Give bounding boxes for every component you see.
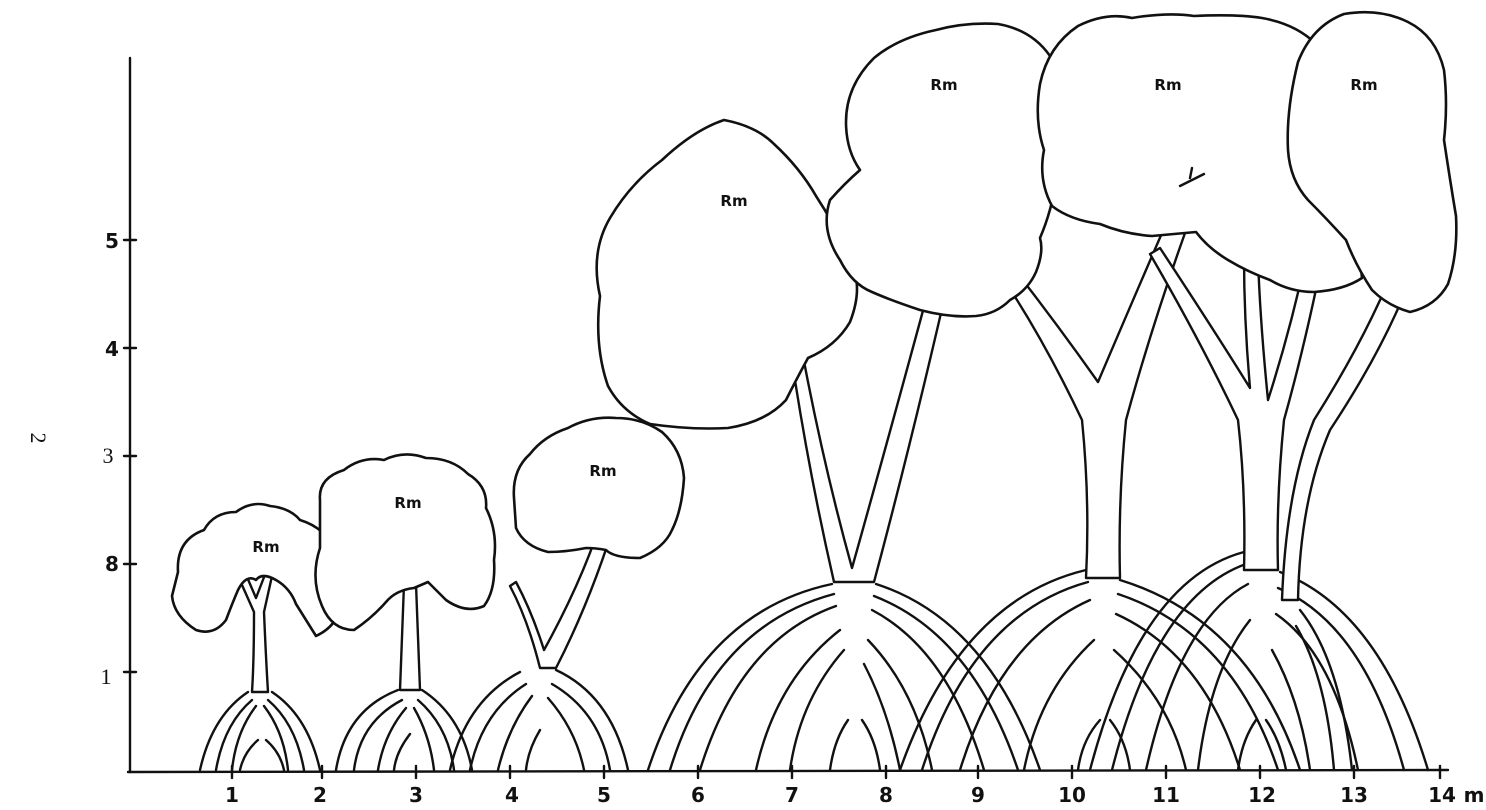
x-tick-label: 11: [1152, 783, 1180, 807]
x-axis-unit: m: [1464, 783, 1485, 807]
y-tick-label: 3: [103, 443, 114, 468]
trunk-1: [238, 570, 272, 692]
x-tick-label: 13: [1340, 783, 1368, 807]
x-tick-label: 12: [1248, 783, 1276, 807]
tree-label: Rm: [394, 494, 421, 512]
x-tick-label: 7: [785, 783, 799, 807]
tree-label: Rm: [252, 538, 279, 556]
x-tick-label: 3: [409, 783, 423, 807]
y-tick-label: 4: [105, 337, 119, 361]
tree-label: Rm: [1350, 76, 1377, 94]
side-mark: 2: [26, 433, 51, 444]
y-tick-label: 8: [105, 552, 119, 576]
tree-label: Rm: [720, 192, 747, 210]
tree-label: Rm: [1154, 76, 1181, 94]
y-tick-labels: 1 8 3 4 5 2: [26, 229, 119, 689]
x-axis-line: [128, 770, 1448, 772]
x-tick-label: 5: [597, 783, 611, 807]
crown-4: [597, 120, 857, 429]
x-tick-label: 4: [505, 783, 519, 807]
crown-3: [514, 418, 684, 558]
crown-5: [827, 24, 1064, 317]
x-tick-label: 6: [691, 783, 705, 807]
tree-label: Rm: [930, 76, 957, 94]
x-tick-label: 2: [313, 783, 327, 807]
x-tick-label: 1: [225, 783, 239, 807]
y-tick-label: 1: [101, 664, 112, 689]
x-tick-label: 10: [1058, 783, 1086, 807]
x-tick-label: 14: [1428, 783, 1456, 807]
y-tick-label: 5: [105, 229, 119, 253]
x-tick-label: 9: [971, 783, 985, 807]
tree-label: Rm: [589, 462, 616, 480]
x-tick-labels: 1 2 3 4 5 6 7 8 9 10 11 12 13 14 m: [225, 783, 1484, 807]
x-tick-label: 8: [879, 783, 893, 807]
